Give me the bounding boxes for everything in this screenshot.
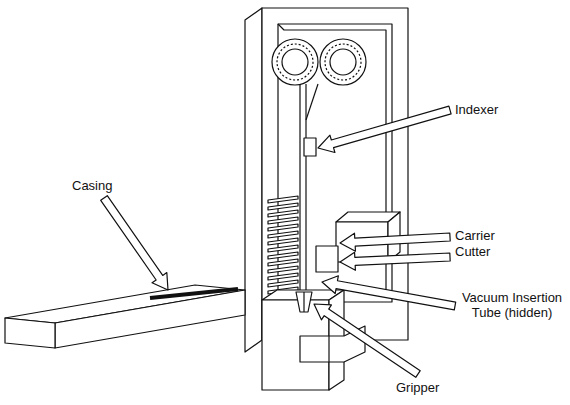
carrier-rib — [268, 203, 298, 210]
carrier-rib — [268, 273, 298, 280]
callout-arrow — [340, 233, 450, 251]
carrier-rib — [268, 252, 298, 259]
drawing-line — [277, 44, 313, 80]
carrier-rib — [268, 238, 298, 245]
drawing-line — [316, 246, 338, 272]
indexer-block — [304, 138, 316, 156]
part-label: Cutter — [455, 244, 490, 259]
drawing-line — [55, 290, 245, 348]
drawing-line — [5, 318, 55, 348]
drawing-line — [303, 292, 304, 312]
drawing-line — [282, 49, 308, 75]
carrier-rib — [268, 266, 298, 273]
carrier-rib — [268, 280, 298, 287]
part-label: Vacuum Insertion Tube (hidden) — [460, 290, 564, 320]
carrier-rib — [268, 245, 298, 252]
drawing-line — [305, 84, 306, 300]
drawing-line — [325, 44, 361, 80]
drawing-line — [328, 336, 329, 362]
carrier-ribs — [268, 196, 298, 294]
drawing-line — [150, 289, 238, 298]
part-label: Casing — [72, 178, 112, 193]
carrier-rib — [268, 259, 298, 266]
callout-arrow — [314, 304, 420, 377]
drawing-line — [306, 84, 318, 120]
callout-arrow — [322, 276, 456, 310]
callout-arrow — [340, 252, 450, 270]
drawing-line — [299, 84, 300, 300]
drawing-line — [330, 49, 356, 75]
drawing-line — [296, 292, 312, 312]
carrier-strip — [300, 84, 318, 300]
casing-bar — [5, 285, 245, 348]
part-label: Carrier — [455, 228, 495, 243]
reel-pair — [272, 39, 366, 85]
drawing-line — [272, 39, 318, 85]
carrier-rib — [268, 224, 298, 231]
part-label: Gripper — [396, 380, 439, 395]
carrier-rib — [268, 217, 298, 224]
callout-arrow — [318, 106, 451, 152]
drawing-line — [320, 39, 366, 85]
carrier-rib — [268, 210, 298, 217]
carrier-rib — [268, 196, 298, 203]
carrier-rib — [268, 231, 298, 238]
callout-arrow — [101, 196, 168, 290]
gripper — [296, 292, 312, 312]
drawing-line — [245, 8, 262, 352]
part-label: Indexer — [455, 102, 498, 117]
base-block — [262, 290, 365, 390]
